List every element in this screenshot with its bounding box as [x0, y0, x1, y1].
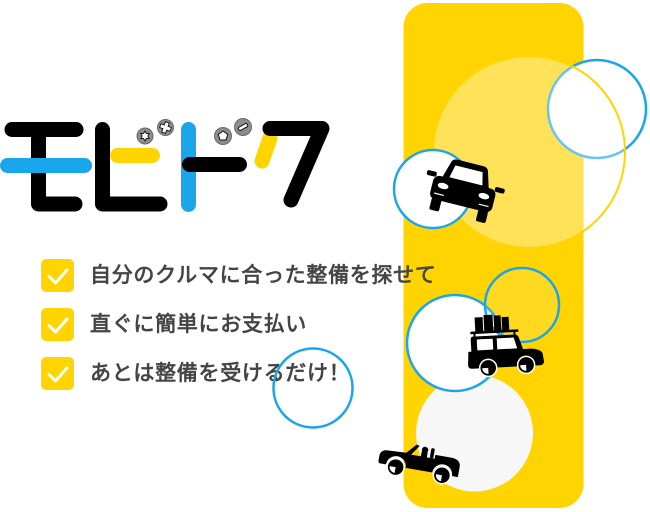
logo-mo-vertical-stroke: [31, 122, 83, 212]
pentagon-screw-head-icon: [214, 127, 232, 145]
logo-ku-yellow-stroke: [254, 130, 278, 169]
cross-screw-head-icon: [157, 119, 174, 136]
blue-ring-top-right: [546, 58, 648, 160]
car-front-view-icon: [426, 159, 505, 223]
check-icon: [47, 317, 69, 334]
slotted-screw-head-icon: [234, 118, 252, 136]
feature-item: 直ぐに簡単にお支払い: [41, 308, 307, 341]
checkbox-badge: [41, 308, 74, 341]
checkbox-badge: [41, 259, 74, 292]
check-icon: [47, 366, 69, 383]
feature-item: あとは整備を受けるだけ！: [41, 357, 350, 390]
feature-label: あとは整備を受けるだけ！: [90, 361, 351, 385]
feature-label: 直ぐに簡単にお支払い: [90, 312, 307, 336]
check-icon: [47, 268, 69, 285]
convertible-car-icon: [378, 444, 460, 485]
star-screw-head-icon: [136, 127, 154, 145]
logo-ku-black-stroke: [262, 121, 330, 208]
logo-hi-black-stroke: [95, 122, 168, 212]
suv-with-roof-luggage-icon: [468, 314, 544, 378]
checkbox-badge: [41, 357, 74, 390]
feature-item: 自分のクルマに合った整備を探せて: [41, 259, 437, 292]
feature-label: 自分のクルマに合った整備を探せて: [90, 263, 437, 287]
